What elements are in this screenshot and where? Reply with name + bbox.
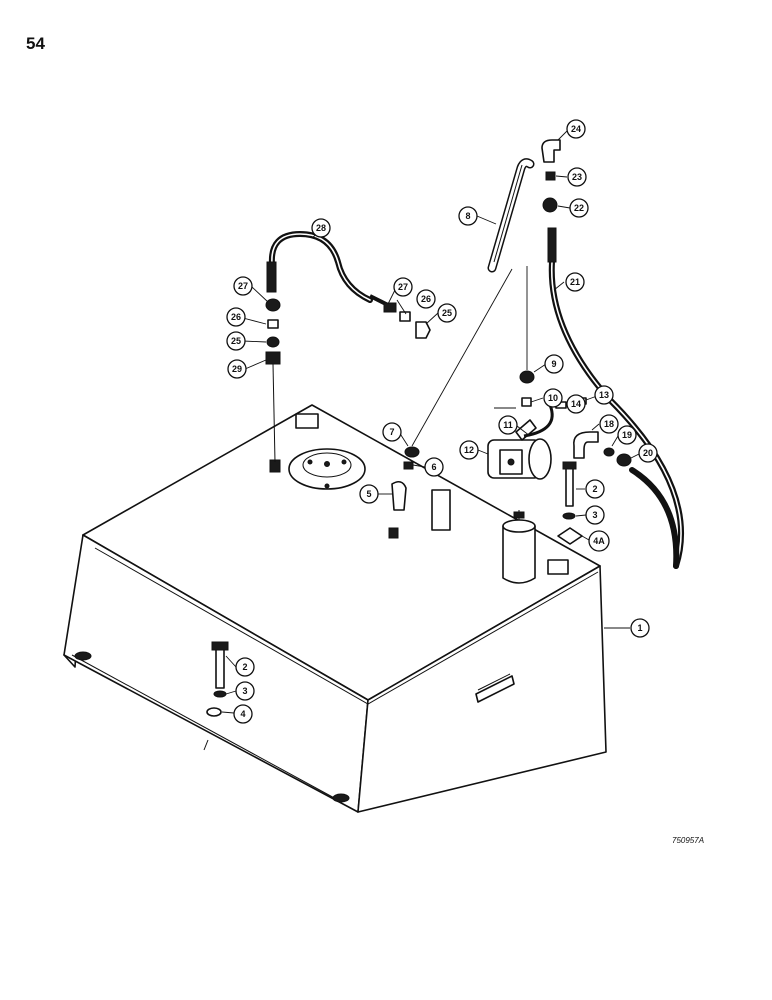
callout-12: 12 xyxy=(459,440,479,460)
callout-27-right: 27 xyxy=(393,277,413,297)
svg-text:5: 5 xyxy=(366,489,371,499)
svg-text:24: 24 xyxy=(571,124,581,134)
mounting-block xyxy=(295,413,319,429)
callout-26-left: 26 xyxy=(226,307,246,327)
callout-25-right: 25 xyxy=(437,303,457,323)
tube-8 xyxy=(487,158,535,273)
svg-text:1: 1 xyxy=(637,623,642,633)
svg-text:26: 26 xyxy=(421,294,431,304)
mounting-bracket xyxy=(431,489,451,531)
callout-8: 8 xyxy=(458,206,478,226)
callout-6: 6 xyxy=(424,457,444,477)
svg-text:8: 8 xyxy=(465,211,470,221)
filter-canister xyxy=(502,510,536,584)
svg-text:23: 23 xyxy=(572,172,582,182)
svg-text:3: 3 xyxy=(242,686,247,696)
svg-text:19: 19 xyxy=(622,430,632,440)
tank-rim xyxy=(94,547,599,705)
svg-text:21: 21 xyxy=(570,277,580,287)
svg-text:28: 28 xyxy=(316,223,326,233)
bolt-stack-front xyxy=(203,641,229,751)
svg-text:9: 9 xyxy=(551,359,556,369)
filler-cover-plate xyxy=(288,448,366,490)
svg-text:10: 10 xyxy=(548,393,558,403)
callout-2-right: 2 xyxy=(585,479,605,499)
svg-text:3: 3 xyxy=(592,510,597,520)
callout-20: 20 xyxy=(638,443,658,463)
svg-text:25: 25 xyxy=(231,336,241,346)
mounting-hole xyxy=(74,651,92,661)
callout-1: 1 xyxy=(630,618,650,638)
mounting-hole xyxy=(332,793,350,803)
elbow-fitting xyxy=(391,446,420,511)
callout-4: 4 xyxy=(233,704,253,724)
svg-text:4A: 4A xyxy=(593,536,605,546)
callout-2-front: 2 xyxy=(235,657,255,677)
svg-text:2: 2 xyxy=(592,484,597,494)
svg-text:18: 18 xyxy=(604,419,614,429)
callout-22: 22 xyxy=(569,198,589,218)
fitting-icon xyxy=(388,527,399,539)
callout-23: 23 xyxy=(567,167,587,187)
callout-5: 5 xyxy=(359,484,379,504)
mounting-block xyxy=(547,559,569,575)
callout-9: 9 xyxy=(544,354,564,374)
svg-text:27: 27 xyxy=(238,281,248,291)
svg-text:4: 4 xyxy=(240,709,245,719)
drawing-code: 750957A xyxy=(672,836,705,845)
svg-text:26: 26 xyxy=(231,312,241,322)
callout-25-left: 25 xyxy=(226,331,246,351)
callout-10: 10 xyxy=(543,388,563,408)
svg-text:20: 20 xyxy=(643,448,653,458)
callout-29: 29 xyxy=(227,359,247,379)
callout-26-right: 26 xyxy=(416,289,436,309)
pump-assembly xyxy=(487,370,587,480)
callout-28: 28 xyxy=(311,218,331,238)
callout-3-right: 3 xyxy=(585,505,605,525)
svg-text:6: 6 xyxy=(431,462,436,472)
svg-text:7: 7 xyxy=(389,427,394,437)
callout-24: 24 xyxy=(566,119,586,139)
return-elbow xyxy=(573,431,632,467)
svg-text:2: 2 xyxy=(242,662,247,672)
svg-text:14: 14 xyxy=(571,399,581,409)
svg-text:11: 11 xyxy=(503,420,513,430)
svg-text:12: 12 xyxy=(464,445,474,455)
bolt-stack-right xyxy=(557,461,583,545)
callout-3-front: 3 xyxy=(235,681,255,701)
callout-18: 18 xyxy=(599,414,619,434)
callout-14: 14 xyxy=(566,394,586,414)
callout-13: 13 xyxy=(594,385,614,405)
svg-text:27: 27 xyxy=(398,282,408,292)
callout-21: 21 xyxy=(565,272,585,292)
page-number: 54 xyxy=(26,34,45,53)
hose-21 xyxy=(541,139,685,569)
nameplate xyxy=(475,673,515,703)
hose-28 xyxy=(265,230,431,463)
tank-side-face xyxy=(357,565,607,813)
svg-text:22: 22 xyxy=(574,203,584,213)
callout-19: 19 xyxy=(617,425,637,445)
callout-7: 7 xyxy=(382,422,402,442)
callout-4a: 4A xyxy=(588,530,610,552)
svg-text:13: 13 xyxy=(599,390,609,400)
callout-27-left: 27 xyxy=(233,276,253,296)
callout-11: 11 xyxy=(498,415,518,435)
svg-text:25: 25 xyxy=(442,308,452,318)
svg-text:29: 29 xyxy=(232,364,242,374)
